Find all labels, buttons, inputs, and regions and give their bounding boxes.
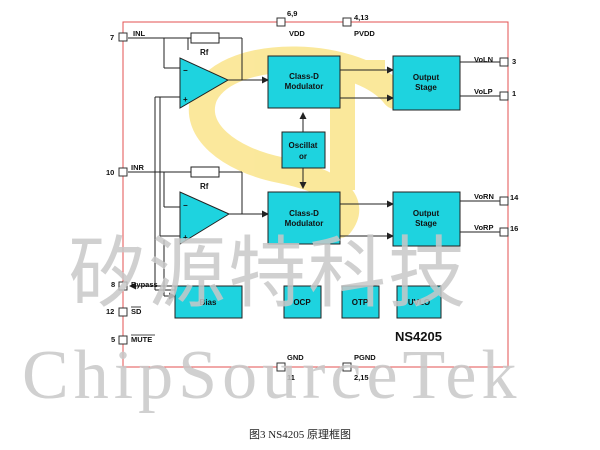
chip-name: NS4205 xyxy=(395,329,442,344)
classd-bottom-line1: Class-D xyxy=(289,209,319,218)
otp-label: OTP xyxy=(352,298,369,307)
pin-mute-label: MUTE xyxy=(131,335,152,344)
amplifier-top: − + xyxy=(179,57,230,109)
pin-vorp-num: 16 xyxy=(510,224,518,233)
wires xyxy=(128,37,500,300)
pin-gnd-label: GND xyxy=(287,353,304,362)
pin-voln-label: VoLN xyxy=(474,55,493,64)
pin-mute-num: 5 xyxy=(111,335,115,344)
pin-inr-num: 10 xyxy=(106,168,114,177)
classd-modulator-top: Class-D Modulator xyxy=(267,55,341,109)
pin-pgnd-num: 2,15 xyxy=(354,373,369,382)
otp-block: OTP xyxy=(341,285,380,319)
amp-top-minus: − xyxy=(183,66,188,75)
pin-sd-num: 12 xyxy=(106,307,114,316)
pin-vdd-num: 6,9 xyxy=(287,9,297,18)
bias-label: Bias xyxy=(200,298,217,307)
classd-top-line1: Class-D xyxy=(289,72,319,81)
oscillator-line1: Oscillat xyxy=(289,141,318,150)
oscillator-block: Oscillat or xyxy=(281,131,326,169)
pin-pvdd-num: 4,13 xyxy=(354,13,369,22)
pin-inl-label: INL xyxy=(133,29,146,38)
output-top-line2: Stage xyxy=(415,83,437,92)
pin-volp-label: VoLP xyxy=(474,87,493,96)
rf-resistor-top xyxy=(190,32,220,44)
bias-block: Bias xyxy=(174,285,243,319)
rf-top-label: Rf xyxy=(200,48,209,57)
classd-modulator-bottom: Class-D Modulator xyxy=(267,191,341,245)
output-bottom-line1: Output xyxy=(413,209,440,218)
rf-bottom-label: Rf xyxy=(200,182,209,191)
ocp-label: OCP xyxy=(293,298,311,307)
pin-vorn-num: 14 xyxy=(510,193,519,202)
pin-bypass-num: 8 xyxy=(111,280,115,289)
pin-bypass-label: Bypass xyxy=(131,280,158,289)
pin-vorp-label: VoRP xyxy=(474,223,493,232)
pin-sd-label: SD xyxy=(131,307,142,316)
classd-bottom-line2: Modulator xyxy=(285,219,324,228)
uvlo-block: UVLO xyxy=(396,285,442,319)
classd-top-line2: Modulator xyxy=(285,82,324,91)
pin-volp-num: 1 xyxy=(512,89,516,98)
pin-labels: 7 INL 10 INR 6,9 VDD 4,13 PVDD VoLN 3 Vo… xyxy=(106,9,519,382)
pin-pvdd-label: PVDD xyxy=(354,29,375,38)
pin-vorn-label: VoRN xyxy=(474,192,494,201)
watermark-en: ChipSourceTek xyxy=(22,337,521,414)
pin-markers xyxy=(118,17,509,372)
output-stage-top: Output Stage xyxy=(392,55,461,111)
uvlo-label: UVLO xyxy=(408,298,430,307)
pin-inr-label: INR xyxy=(131,163,145,172)
pin-vdd-label: VDD xyxy=(289,29,305,38)
output-stage-bottom: Output Stage xyxy=(392,191,461,247)
amp-top-plus: + xyxy=(183,95,188,104)
pin-inl-num: 7 xyxy=(110,33,114,42)
oscillator-line2: or xyxy=(299,152,307,161)
amplifier-bottom: − + xyxy=(179,191,231,245)
amp-bottom-minus: − xyxy=(183,201,188,210)
pin-gnd-num: 11 xyxy=(287,373,295,382)
pin-pgnd-label: PGND xyxy=(354,353,376,362)
output-bottom-line2: Stage xyxy=(415,219,437,228)
watermark-cn: 矽源特科技 xyxy=(68,229,468,319)
output-top-line1: Output xyxy=(413,73,440,82)
ocp-block: OCP xyxy=(283,285,322,319)
rf-resistor-bottom xyxy=(190,166,220,178)
chip-outline xyxy=(122,21,509,368)
pin-voln-num: 3 xyxy=(512,57,516,66)
figure-caption: 图3 NS4205 原理框图 xyxy=(249,428,351,441)
amp-bottom-plus: + xyxy=(183,233,188,242)
